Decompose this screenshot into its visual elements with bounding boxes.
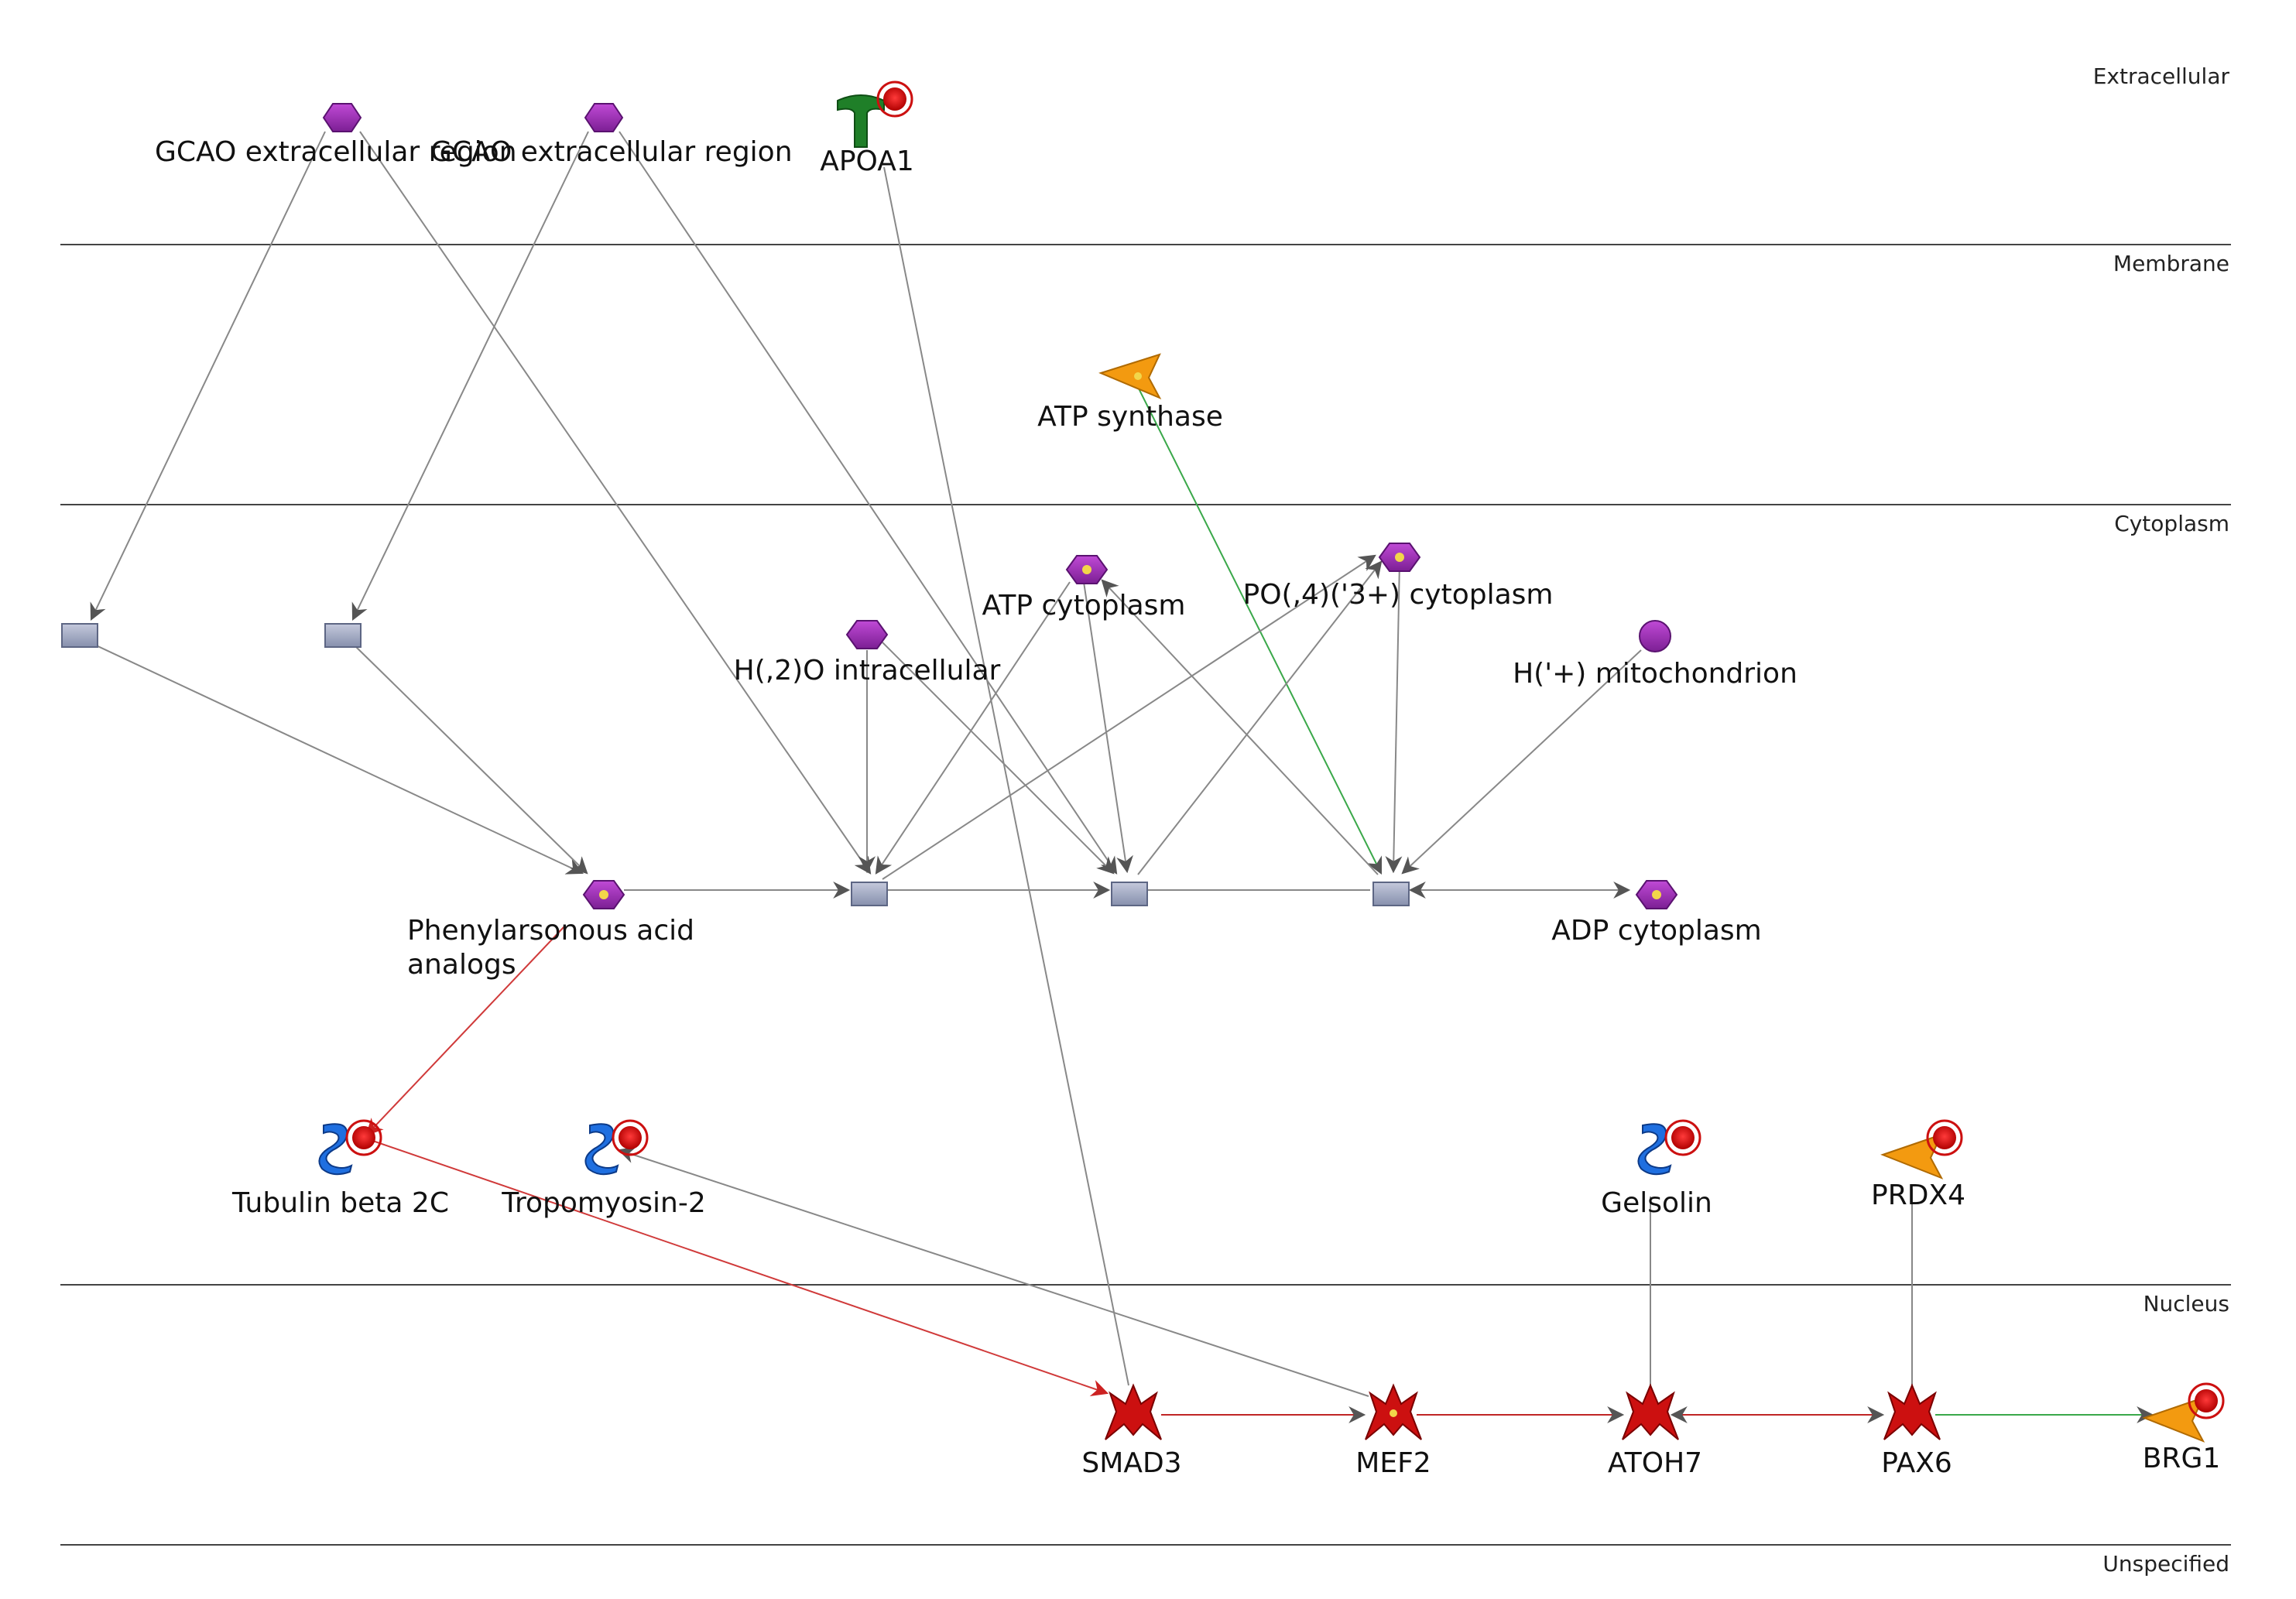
edge-reaction-5-to-atp: [1101, 579, 1379, 875]
reaction-node-4[interactable]: [1111, 882, 1148, 906]
edge-tubulin-to-smad3: [363, 1137, 1109, 1396]
compound-atp-cytoplasm[interactable]: [1065, 555, 1109, 584]
label-po4-cytoplasm: PO(,4)('3+) cytoplasm: [1243, 579, 1554, 611]
compartment-extracellular-label: Extracellular: [2093, 63, 2230, 89]
label-h2o-intracellular: H(,2)O intracellular: [734, 655, 1001, 687]
label-tropomyosin-2: Tropomyosin-2: [501, 1187, 705, 1219]
enzyme-atp-synthase[interactable]: [1098, 353, 1162, 400]
tf-smad3[interactable]: [1105, 1383, 1162, 1440]
edge-apoa1-to-smad3: [883, 166, 1129, 1386]
label-phenylarsonous-line2: analogs: [407, 949, 516, 981]
protein-apoa1[interactable]: [837, 80, 913, 148]
edge-po4-to-reaction-5: [1385, 561, 1403, 874]
edge-reaction-4-to-po4: [1137, 560, 1383, 875]
edge-atp-to-reaction-4: [1083, 581, 1133, 874]
compartment-nucleus-label: Nucleus: [2144, 1291, 2229, 1317]
reaction-node-5[interactable]: [1372, 882, 1410, 906]
protein-gelsolin[interactable]: [1637, 1119, 1701, 1176]
compound-phenylarsonous[interactable]: [582, 880, 625, 909]
edge-mef2-to-tropomyosin: [617, 1146, 1369, 1397]
label-hplus-mitochondrion: H('+) mitochondrion: [1513, 658, 1797, 690]
compound-po4-cytoplasm[interactable]: [1378, 543, 1421, 572]
compound-adp-cytoplasm[interactable]: [1635, 880, 1678, 909]
label-tubulin-beta-2c: Tubulin beta 2C: [231, 1187, 449, 1219]
label-adp-cytoplasm: ADP cytoplasm: [1551, 915, 1761, 947]
label-gcao-1: GCAO extracellular region: [155, 136, 517, 168]
edge-reaction-2-to-phenyl: [352, 643, 588, 875]
tf-atoh7[interactable]: [1622, 1383, 1679, 1440]
compartment-unspecified-label: Unspecified: [2102, 1551, 2229, 1577]
label-mef2: MEF2: [1355, 1447, 1431, 1479]
edge-h2o-to-reaction-4: [882, 642, 1115, 875]
compound-gcao-2[interactable]: [584, 103, 624, 132]
protein-tropomyosin-2[interactable]: [584, 1119, 649, 1176]
edge-gcao2-to-reaction-2: [351, 131, 589, 621]
label-phenylarsonous-line1: Phenylarsonous acid: [407, 915, 694, 947]
compartment-membrane-label: Membrane: [2113, 251, 2229, 276]
label-pax6: PAX6: [1881, 1447, 1952, 1479]
compartment-dividers: [60, 244, 2231, 1546]
enzyme-brg1[interactable]: [2142, 1382, 2225, 1443]
label-brg1: BRG1: [2143, 1443, 2221, 1474]
edge-phenyl-to-tubulin: [365, 925, 566, 1136]
label-gelsolin: Gelsolin: [1601, 1187, 1712, 1219]
edge-gcao1-to-reaction-3: [359, 131, 872, 875]
tf-pax6[interactable]: [1883, 1383, 1941, 1440]
tf-mef2[interactable]: [1365, 1383, 1422, 1440]
edges: [90, 131, 2154, 1423]
compound-gcao-1[interactable]: [322, 103, 362, 132]
label-atp-cytoplasm: ATP cytoplasm: [982, 590, 1186, 621]
reaction-node-2[interactable]: [324, 623, 362, 648]
edge-reaction-3-to-po4: [882, 554, 1376, 880]
label-prdx4: PRDX4: [1871, 1180, 1965, 1211]
label-atp-synthase: ATP synthase: [1037, 401, 1223, 433]
protein-tubulin-beta-2c[interactable]: [318, 1119, 382, 1176]
compound-hplus-mitochondrion[interactable]: [1639, 620, 1671, 652]
label-atoh7: ATOH7: [1608, 1447, 1702, 1479]
enzyme-prdx4[interactable]: [1880, 1119, 1963, 1180]
edge-reaction-1-to-phenyl: [92, 643, 584, 875]
reaction-node-1[interactable]: [61, 623, 98, 648]
reaction-node-3[interactable]: [851, 882, 888, 906]
edge-gcao1-to-reaction-1: [90, 131, 326, 621]
label-gcao-2: GCAO extracellular region: [430, 136, 793, 168]
edge-hplus-to-reaction-5: [1401, 649, 1642, 875]
edge-atpsynthase-to-reaction-5: [1137, 386, 1382, 875]
edge-gcao2-to-reaction-4: [619, 131, 1118, 875]
compartment-cytoplasm-label: Cytoplasm: [2114, 511, 2229, 536]
compound-h2o[interactable]: [845, 620, 889, 649]
label-smad3: SMAD3: [1081, 1447, 1181, 1479]
label-apoa1: APOA1: [820, 146, 914, 177]
edge-atp-to-reaction-3: [875, 581, 1071, 875]
